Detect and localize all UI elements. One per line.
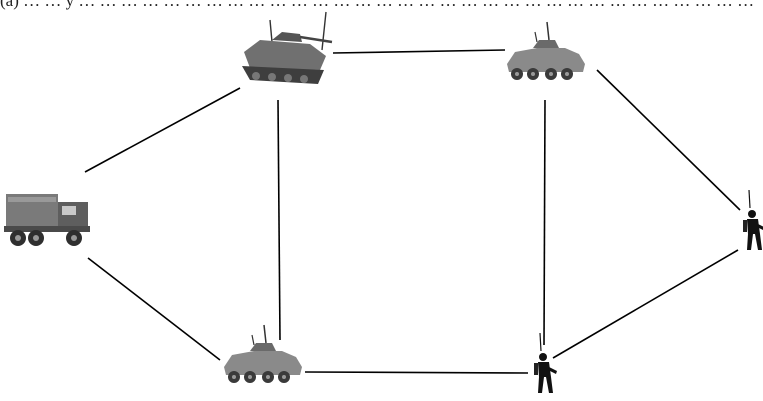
soldier-with-antenna-icon [533, 332, 558, 394]
soldier-with-antenna-icon [742, 189, 763, 251]
nodes-layer [4, 11, 763, 394]
link-truck-btr-bottom [87, 257, 221, 361]
link-bmd-btr-bottom [277, 99, 281, 341]
link-bmd-btr-top [332, 49, 506, 54]
link-btr-bottom-soldier-bottom [304, 371, 529, 374]
figure-caption-cropped: (a) … … y … … … … … … … … … … … … … … … … [0, 0, 755, 10]
links-layer [84, 49, 741, 374]
link-btr-top-soldier-bottom [543, 99, 546, 346]
link-btr-top-soldier-right [596, 69, 741, 211]
wheeled-apc-icon [506, 21, 586, 81]
wheeled-apc-icon [223, 324, 303, 384]
military-truck-icon [4, 194, 90, 246]
tracked-apc-icon [242, 11, 333, 84]
link-truck-bmd [84, 87, 241, 173]
link-soldier-bottom-soldier-right [552, 249, 739, 359]
